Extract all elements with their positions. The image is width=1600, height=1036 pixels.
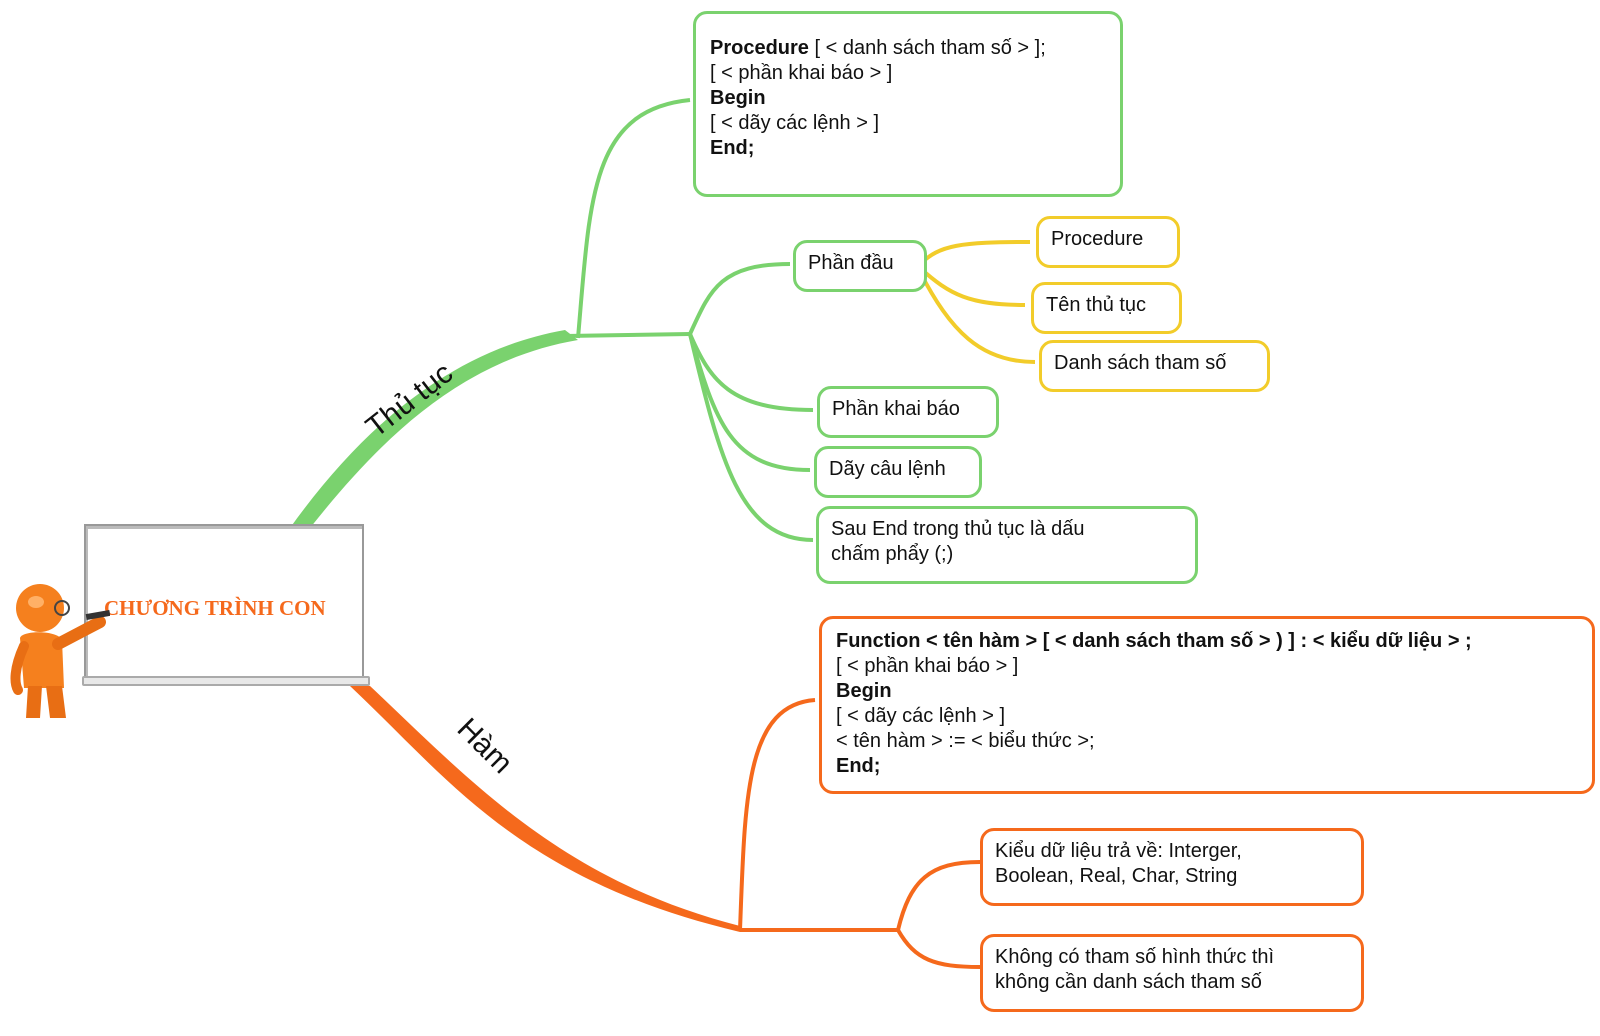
link-no-params <box>896 929 981 969</box>
function-statements-line: [ < dãy các lệnh > ] <box>836 705 1005 727</box>
function-main-branch <box>350 686 740 932</box>
procedure-declare-line: [ < phần khai báo > ] <box>710 62 893 84</box>
function-syntax-link <box>738 698 816 931</box>
procedure-begin-line: Begin <box>710 87 766 109</box>
procedure-params: [ < danh sách tham số > ]; <box>808 37 1046 59</box>
node-phan-khai-bao: Phần khai báo <box>817 386 999 438</box>
node-no-params: Không có tham số hình thức thì không cần… <box>980 934 1364 1012</box>
procedure-syntax-box: Procedure [ < danh sách tham số > ]; [ <… <box>693 11 1123 197</box>
node-day-cau-lenh: Dãy câu lệnh <box>814 446 982 498</box>
procedure-syntax-link <box>576 98 691 339</box>
procedure-trunk <box>564 332 691 338</box>
procedure-main-branch <box>290 330 578 528</box>
node-return-type: Kiểu dữ liệu trả về: Interger, Boolean, … <box>980 828 1364 906</box>
link-danh-sach <box>918 271 1036 364</box>
link-sau-end <box>688 333 814 542</box>
presenter-figure-icon <box>10 584 110 718</box>
function-begin-line: Begin <box>836 680 892 702</box>
node-ten-thu-tuc: Tên thủ tục <box>1031 282 1182 334</box>
link-phan-dau <box>688 262 791 335</box>
node-sau-end-note: Sau End trong thủ tục là dấu chấm phẩy (… <box>816 506 1198 584</box>
procedure-end-line: End; <box>710 137 755 159</box>
link-ten-thu-tuc <box>918 266 1026 307</box>
procedure-keyword: Procedure <box>710 37 809 59</box>
link-procedure-kw <box>918 240 1031 266</box>
function-declare-line: [ < phần khai báo > ] <box>836 655 1019 677</box>
function-end-line: End; <box>836 755 881 777</box>
link-phan-khai-bao <box>688 333 814 412</box>
whiteboard-tray <box>82 676 370 686</box>
root-title: CHƯƠNG TRÌNH CON <box>104 596 326 620</box>
function-assign-line: < tên hàm > := < biểu thức >; <box>836 730 1095 752</box>
node-procedure-keyword: Procedure <box>1036 216 1180 268</box>
node-phan-dau: Phần đầu <box>793 240 927 292</box>
function-syntax-box: Function < tên hàm > [ < danh sách tham … <box>819 616 1595 794</box>
node-danh-sach-tham-so: Danh sách tham số <box>1039 340 1270 392</box>
function-header-line: Function < tên hàm > [ < danh sách tham … <box>836 630 1472 652</box>
procedure-statements-line: [ < dãy các lệnh > ] <box>710 112 879 134</box>
link-return-type <box>896 860 981 931</box>
